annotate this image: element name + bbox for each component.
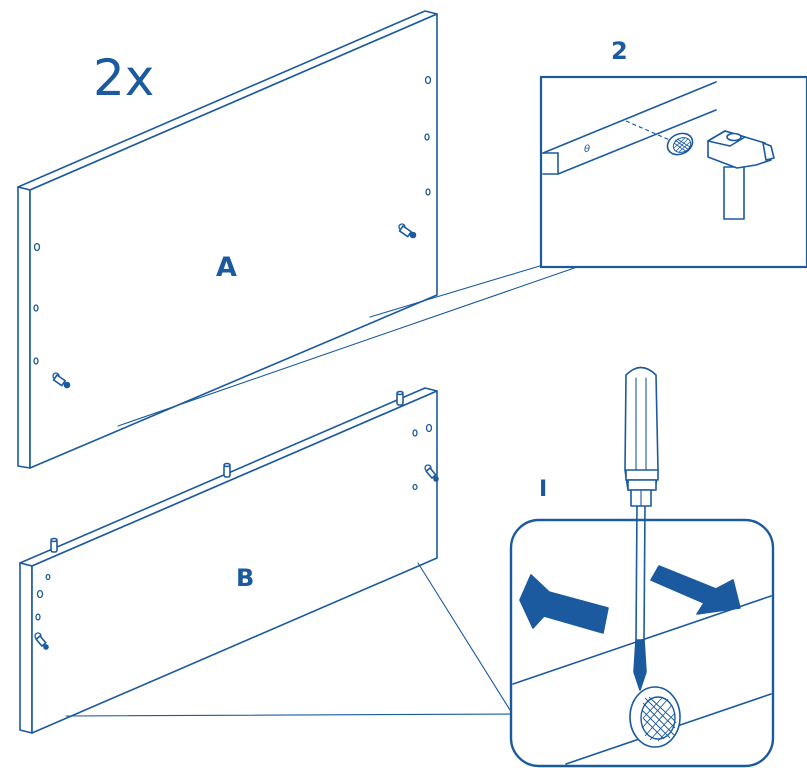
dowel-icon bbox=[223, 462, 231, 478]
callout-line bbox=[65, 713, 513, 717]
panel-b-left-edge bbox=[19, 562, 33, 734]
panel-b: B bbox=[19, 387, 439, 734]
screwdriver-handle bbox=[624, 366, 659, 507]
hammer-handle bbox=[723, 166, 745, 220]
hole bbox=[36, 589, 44, 599]
arrow-right-icon bbox=[650, 565, 741, 615]
board-top-line bbox=[542, 81, 717, 154]
hole bbox=[425, 423, 433, 433]
panel-a-label: A bbox=[216, 252, 237, 283]
detail-box-step-2: θ 2 bbox=[539, 37, 807, 269]
panel-a: A bbox=[17, 10, 438, 469]
cam-bolt-icon bbox=[398, 223, 417, 239]
dowel-icon bbox=[50, 537, 58, 553]
insertion-guide bbox=[625, 120, 673, 142]
cover-cap-icon bbox=[666, 132, 694, 156]
cam-bolt-icon bbox=[424, 464, 439, 482]
callout-line bbox=[117, 264, 584, 427]
hole bbox=[412, 483, 418, 491]
callout-line bbox=[417, 562, 511, 711]
hole bbox=[412, 429, 418, 437]
hole bbox=[33, 242, 41, 252]
step-2-label: 2 bbox=[611, 37, 628, 65]
screwdriver-icon bbox=[633, 504, 647, 691]
hole bbox=[424, 133, 430, 141]
step-1-label: I bbox=[539, 477, 547, 502]
dowel-icon bbox=[396, 390, 404, 406]
panel-a-left-edge bbox=[17, 186, 31, 469]
callout-line bbox=[369, 264, 544, 318]
hammer-icon bbox=[707, 130, 775, 220]
cam-lock-icon bbox=[629, 686, 681, 748]
hole bbox=[33, 357, 39, 365]
hole bbox=[45, 573, 51, 581]
hole bbox=[424, 75, 432, 85]
panel-b-label: B bbox=[236, 564, 254, 592]
panel-b-face bbox=[31, 390, 438, 734]
detail-frame bbox=[539, 75, 807, 269]
hole bbox=[425, 188, 431, 196]
screwdriver-tip bbox=[633, 639, 647, 691]
arrow-left-icon bbox=[519, 574, 609, 634]
detail-box-step-1: I bbox=[509, 477, 775, 768]
hole bbox=[35, 613, 41, 621]
cam-bolt-icon bbox=[34, 632, 49, 650]
panel-a-face bbox=[29, 13, 438, 469]
cam-bolt-icon bbox=[52, 372, 71, 389]
detail-mark: θ bbox=[584, 144, 590, 155]
quantity-label: 2x bbox=[93, 49, 154, 107]
hole bbox=[33, 304, 39, 312]
